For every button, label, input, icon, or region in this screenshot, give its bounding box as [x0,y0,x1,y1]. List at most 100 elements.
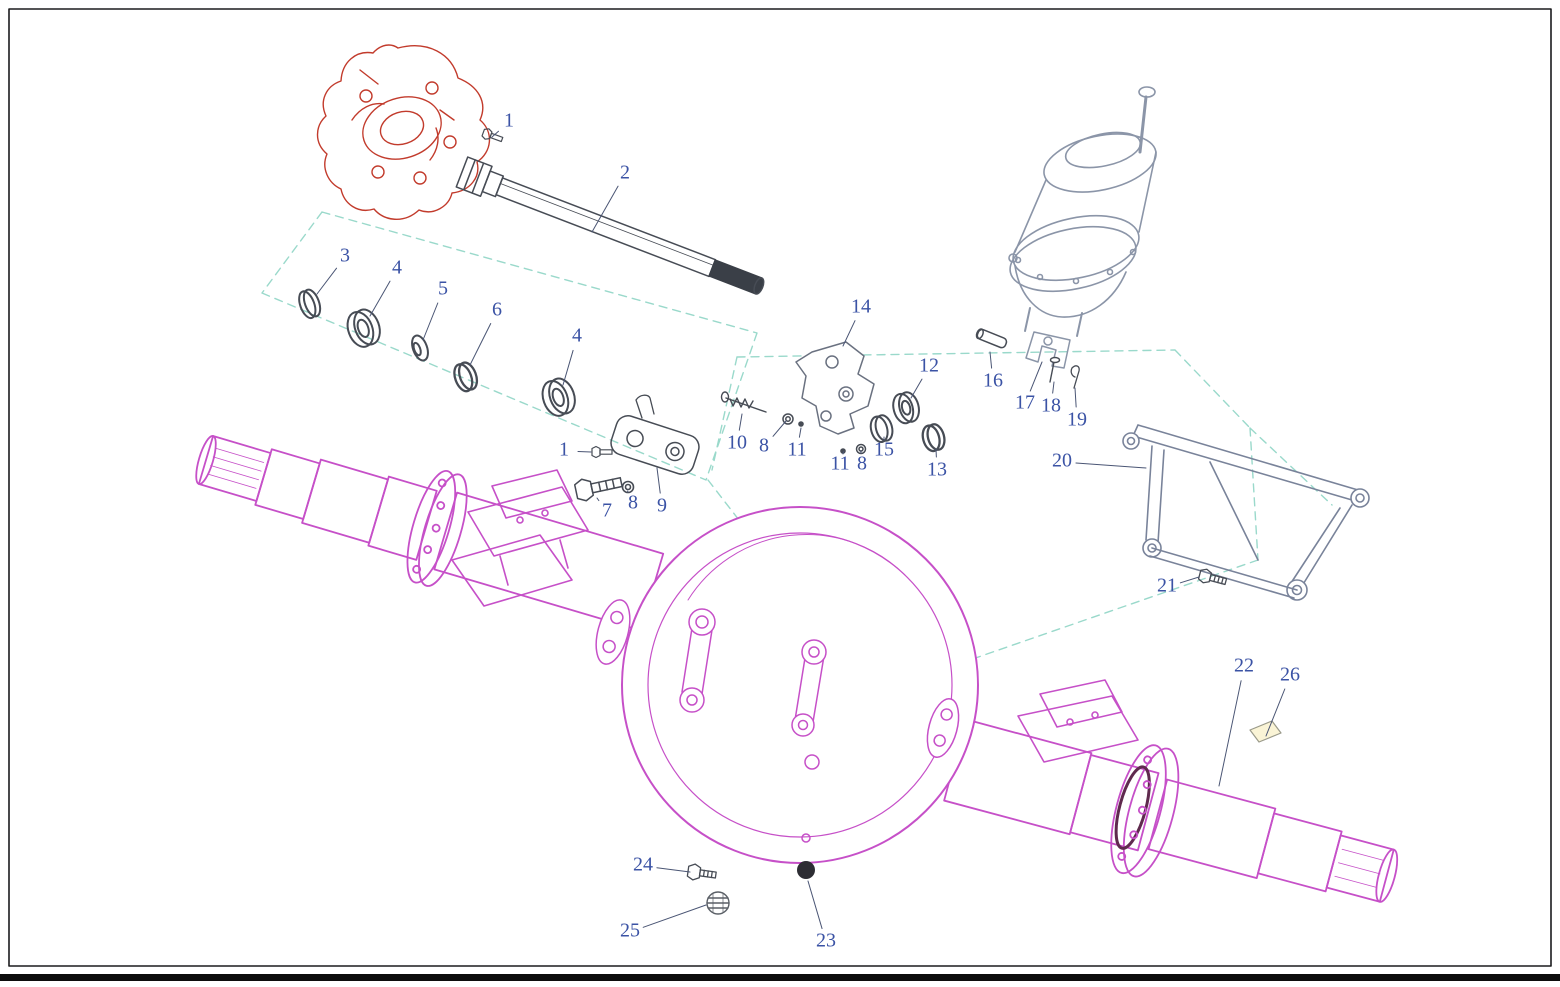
part-callout-26-27: 26 [1280,664,1300,686]
pin-11b [840,448,846,454]
callout-leader-27 [1265,688,1286,737]
callout-leader-7 [842,320,856,347]
part-callout-5-4: 5 [438,278,448,300]
bottom-parts-group [686,720,1282,915]
callout-leader-21 [1075,462,1147,469]
axle-housing-center [595,506,979,864]
cotter-19 [1070,365,1080,389]
bolt-1b [591,445,613,459]
breather-plug-25 [706,891,730,915]
callout-leader-13 [738,413,743,431]
clevis-17 [1025,331,1071,369]
part-callout-4-6: 4 [572,325,582,347]
part-callout-14-7: 14 [851,296,871,318]
callout-leader-17 [842,450,845,455]
link-arm-1 [679,608,716,713]
adjuster-fork-group [481,128,700,502]
part-callout-25-29: 25 [620,920,640,942]
part-callout-8-14: 8 [759,435,769,457]
fork-yoke [635,394,655,419]
part-callout-18-11: 18 [1041,395,1061,417]
pin-11a [798,421,804,427]
bolt-24 [686,863,717,881]
part-callout-8-23: 8 [628,492,638,514]
fork-plate [610,415,700,475]
callout-leader-0 [491,130,500,138]
axle-housing-assembly [195,435,1399,903]
part-callout-20-21: 20 [1052,450,1072,472]
part-callout-6-5: 6 [492,299,502,321]
brake-chamber [1008,86,1157,337]
part-callout-11-15: 11 [787,439,806,461]
part-callout-1-16: 1 [559,439,569,461]
brake-chamber-group [1008,86,1157,389]
callout-leader-28 [656,867,691,873]
part-callout-11-17: 11 [830,453,849,475]
part-callout-10-13: 10 [727,432,747,454]
bottom-edge-bar [0,974,1560,981]
spring-seat-right [1017,679,1139,763]
callout-leader-25 [1179,576,1200,584]
part-callout-7-22: 7 [602,500,612,522]
pin-18 [1049,356,1061,383]
page-border [8,8,1552,967]
part-callout-22-26: 22 [1234,655,1254,677]
callout-leader-26 [1218,680,1242,787]
callout-leader-11 [1052,381,1055,394]
part-callout-2-1: 2 [620,162,630,184]
bracket-20 [1122,424,1370,601]
washer-8a [782,413,794,425]
mount-pad-left [595,599,631,665]
callout-leader-10 [1029,361,1043,392]
callout-leader-15 [798,427,802,438]
part-callout-8-18: 8 [857,453,867,475]
callout-leader-24 [656,467,661,494]
seal-bearing-set [298,288,576,417]
spring-seat-left [451,469,589,607]
part-callout-15-19: 15 [874,439,894,461]
washer-8c [621,480,635,494]
spring-rod-10 [720,391,767,413]
axle-tube-right [943,718,1399,903]
callout-leader-8 [910,378,923,399]
part-callout-3-2: 3 [340,245,350,267]
part-callout-24-28: 24 [633,854,653,876]
part-callout-16-9: 16 [983,370,1003,392]
callout-leader-30 [807,880,823,930]
rings-15-12-13 [869,391,946,453]
callout-leader-2 [316,267,338,295]
bolt-1a [481,128,504,143]
part-callout-23-30: 23 [816,930,836,952]
bolt-21 [1197,568,1228,586]
callout-leader-1 [591,185,619,233]
mount-pad-right [926,698,960,758]
callout-leader-29 [642,904,707,928]
part-callout-13-20: 13 [927,459,947,481]
part-callout-4-3: 4 [392,257,402,279]
callout-leader-6 [562,349,574,386]
plug-23 [797,861,815,879]
bolt-7 [573,476,623,502]
pin-16 [975,328,1008,349]
part-callout-1-0: 1 [504,110,514,132]
caliper-bracket [316,44,491,220]
part-callout-21-25: 21 [1157,575,1177,597]
callout-leader-12 [1074,387,1077,408]
part-callout-19-12: 19 [1067,409,1087,431]
callout-leader-22 [596,497,600,502]
cam-bracket-group [795,341,946,453]
support-bracket-group [1122,424,1370,601]
part-callout-12-8: 12 [919,355,939,377]
callout-leader-3 [369,280,391,317]
axle-shaft [455,156,765,295]
shim-plate-26 [1249,720,1282,743]
axle-tube-left [195,435,665,632]
callout-leader-14 [772,420,787,437]
part-callout-17-10: 17 [1015,392,1035,414]
spring-rod-group [720,391,867,455]
callout-leader-9 [989,351,993,369]
link-arm-2 [791,639,827,737]
